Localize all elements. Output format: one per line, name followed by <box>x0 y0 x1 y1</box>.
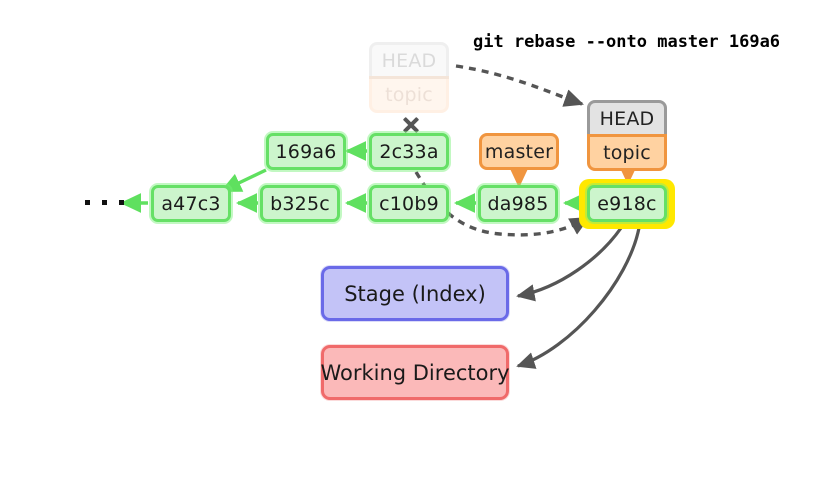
edge-head-moved <box>455 64 584 107</box>
edge-e918c-to-stage <box>516 227 623 302</box>
ref-master: master <box>479 133 559 170</box>
ref-topic-old: topic <box>369 76 449 113</box>
commit-da985: da985 <box>478 185 558 222</box>
commit-169a6: 169a6 <box>266 133 346 170</box>
commit-a47c3: a47c3 <box>151 185 231 222</box>
history-ellipsis <box>85 200 124 205</box>
edge-e918c-to-working <box>516 227 641 369</box>
old-head-topic-stack: HEAD topic <box>369 42 451 113</box>
commit-e918c: e918c <box>587 185 667 222</box>
commit-c10b9: c10b9 <box>369 185 449 222</box>
new-head-topic-stack: HEAD topic <box>587 100 669 171</box>
ref-head-new: HEAD <box>587 100 667 137</box>
ref-head-old: HEAD <box>369 42 449 79</box>
discarded-x-icon <box>401 115 421 135</box>
ref-topic-new: topic <box>587 134 667 171</box>
commit-b325c: b325c <box>260 185 340 222</box>
command-caption: git rebase --onto master 169a6 <box>473 32 781 52</box>
commit-2c33a: 2c33a <box>369 133 449 170</box>
working-directory-box: Working Directory <box>320 345 510 400</box>
stage-index-box: Stage (Index) <box>321 266 509 321</box>
